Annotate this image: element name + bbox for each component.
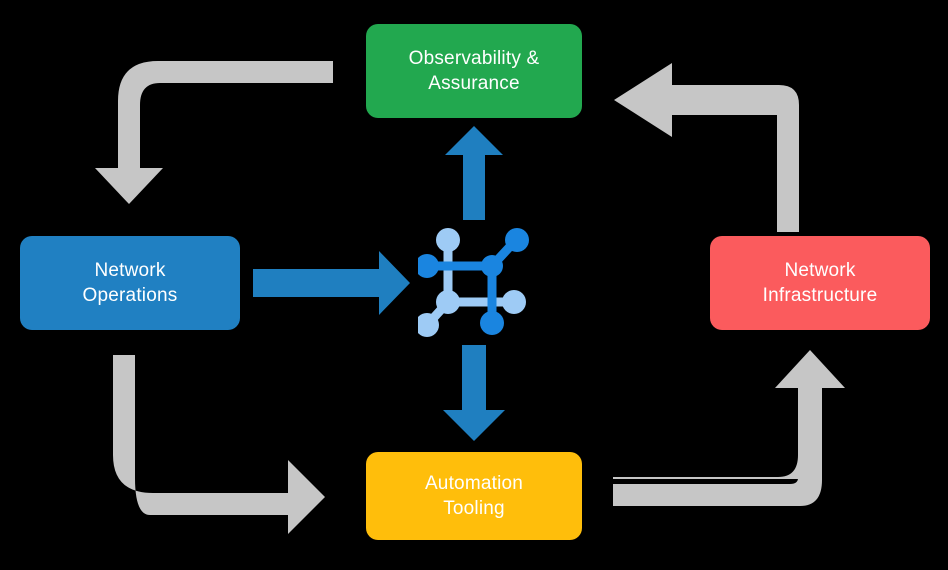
blue-arrow-center-to-automation — [443, 345, 505, 441]
graph-node-right-mid — [502, 290, 526, 314]
graph-node-hub — [481, 255, 503, 277]
box-network-infrastructure[interactable]: Network Infrastructure — [710, 236, 930, 330]
box-automation-tooling[interactable]: Automation Tooling — [366, 452, 582, 540]
gray-arrow-operations-to-automation — [113, 355, 325, 534]
gray-arrow-automation-to-infrastructure — [613, 350, 845, 506]
graph-node-left — [418, 254, 439, 278]
graph-node-bottom-left — [418, 313, 439, 337]
graph-node-bottom-right — [480, 311, 504, 335]
graph-node-top-right — [505, 228, 529, 252]
box-observability-assurance[interactable]: Observability & Assurance — [366, 24, 582, 118]
blue-arrow-operations-to-center — [253, 251, 410, 315]
gray-arrow-infrastructure-to-observability — [614, 63, 799, 232]
gray-arrow-observability-to-operations — [95, 61, 333, 204]
graph-node-center-bottom-left — [436, 290, 460, 314]
network-graph-icon — [418, 228, 529, 337]
box-network-operations[interactable]: Network Operations — [20, 236, 240, 330]
blue-arrow-center-to-observability — [445, 126, 503, 220]
graph-node-top-left — [436, 228, 460, 252]
